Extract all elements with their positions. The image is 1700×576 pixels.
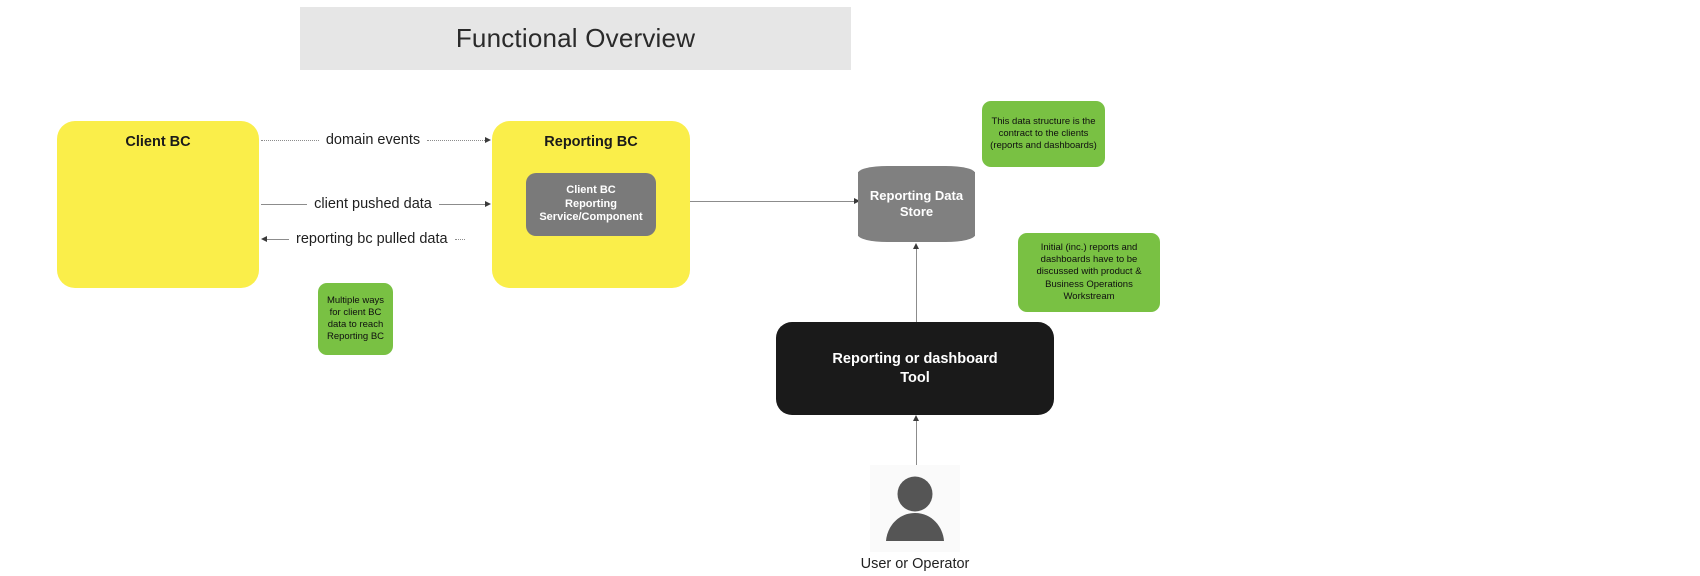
arrow-reporting-bc-to-data-store [690,198,860,204]
connector-line-left [261,203,308,205]
arrow-line [915,421,917,467]
note-initial-reports: Initial (inc.) reports and dashboards ha… [1018,233,1160,312]
title-banner: Functional Overview [300,7,851,70]
user-avatar-icon [886,476,944,541]
page-title: Functional Overview [455,23,696,53]
node-reporting-data-store-label: Reporting Data Store [869,188,964,219]
node-client-bc-label: Client BC [125,134,191,150]
connector-line-left [267,238,289,240]
connector-client-pushed-data: client pushed data [261,194,492,214]
cylinder-bottom-ellipse [858,228,975,242]
arrow-tool-to-data-store [913,243,919,323]
connector-client-pushed-data-label: client pushed data [314,196,432,212]
connector-domain-events-label: domain events [325,132,421,148]
arrow-line [915,249,917,323]
arrow-up-icon [913,415,919,421]
note-multiple-ways-text: Multiple ways for client BC data to reac… [326,294,385,343]
connector-line-right [454,238,465,240]
connector-domain-events: domain events [261,130,491,150]
arrow-right-icon [854,198,860,204]
node-reporting-bc-label: Reporting BC [544,134,638,150]
node-reporting-data-store[interactable]: Reporting Data Store [858,166,975,242]
arrow-up-icon [913,243,919,249]
arrow-line [690,200,854,202]
node-reporting-dashboard-tool-label: Reporting or dashboard Tool [832,351,998,386]
cylinder-body [858,172,975,236]
node-client-bc-reporting-service[interactable]: Client BC Reporting Service/Component [526,173,656,236]
connector-line-right [427,139,485,141]
note-multiple-ways: Multiple ways for client BC data to reac… [318,283,393,355]
node-user-or-operator[interactable] [870,465,960,552]
arrow-left-icon [261,236,267,242]
arrow-right-icon [485,137,491,143]
connector-reporting-bc-pulled-data-label: reporting bc pulled data [296,231,448,247]
arrow-user-to-tool [913,415,919,467]
node-reporting-dashboard-tool[interactable]: Reporting or dashboard Tool [776,322,1054,415]
cylinder-top-ellipse [858,166,975,180]
node-client-bc[interactable]: Client BC [57,121,259,288]
connector-line-left [261,139,319,141]
note-initial-text: Initial (inc.) reports and dashboards ha… [1036,242,1142,302]
note-data-structure-contract: This data structure is the contract to t… [982,101,1105,167]
connector-reporting-bc-pulled-data: reporting bc pulled data [261,229,491,249]
node-client-bc-reporting-service-label: Client BC Reporting Service/Component [539,183,643,224]
note-contract-text: This data structure is the contract to t… [990,115,1097,152]
connector-line-right [438,203,486,205]
node-user-or-operator-label: User or Operator [860,556,970,572]
arrow-right-icon [485,201,492,207]
